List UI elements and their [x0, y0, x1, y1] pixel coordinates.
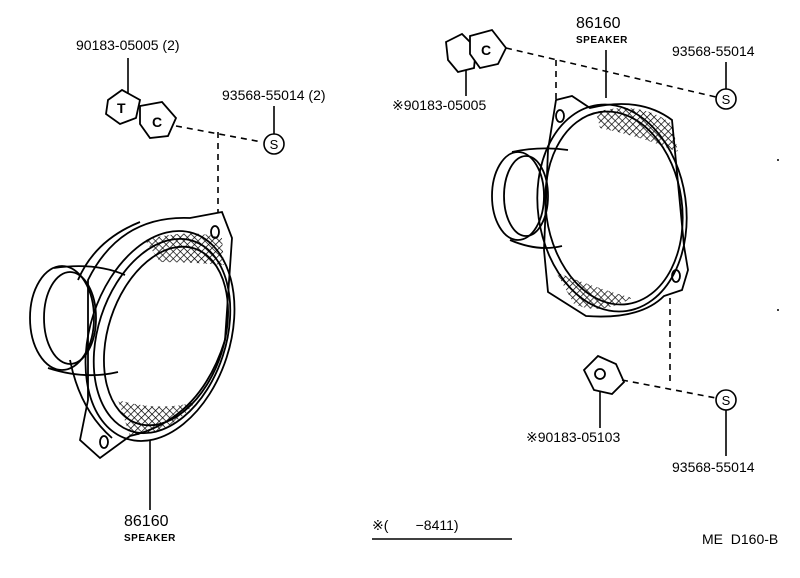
left-leader-lines: [127, 58, 275, 510]
left-speaker-part-number: 86160: [124, 513, 169, 530]
left-clip-symbol: C: [152, 114, 162, 130]
left-speaker-grille-bottom: [118, 400, 195, 436]
left-speaker-grille-top: [145, 233, 224, 265]
right-top-clip-part-number: ※90183-05005: [392, 97, 487, 113]
right-speaker-grille-bottom: [556, 272, 632, 309]
footnote-serial-range: ※( −8411): [372, 517, 459, 533]
right-bottom-screw-part-number: 93568-55014: [672, 459, 755, 475]
left-clip-symbol-t: T: [117, 100, 126, 116]
left-screw-symbol: S: [270, 137, 279, 152]
left-speaker-name: SPEAKER: [124, 533, 176, 544]
right-top-screw-part-number: 93568-55014: [672, 43, 755, 59]
right-speaker-name: SPEAKER: [576, 35, 628, 46]
left-screw-part-number: 93568-55014 (2): [222, 87, 326, 103]
right-leader-lines: [465, 47, 727, 456]
right-top-clip-part: [445, 28, 508, 74]
right-bottom-clip-part-number: ※90183-05103: [526, 429, 621, 445]
right-speaker-part-number: 86160: [576, 15, 621, 32]
right-bottom-screw-symbol: S: [722, 393, 731, 408]
left-clip-part: [105, 88, 178, 139]
right-top-clip-symbol: C: [481, 42, 491, 58]
figure-code: ME D160-B: [702, 531, 779, 547]
right-speaker: [491, 95, 689, 318]
right-top-screw-symbol: S: [722, 92, 731, 107]
right-bottom-clip-part: [582, 354, 626, 395]
left-clip-part-number: 90183-05005 (2): [76, 37, 180, 53]
right-speaker-grille-top: [596, 108, 678, 152]
